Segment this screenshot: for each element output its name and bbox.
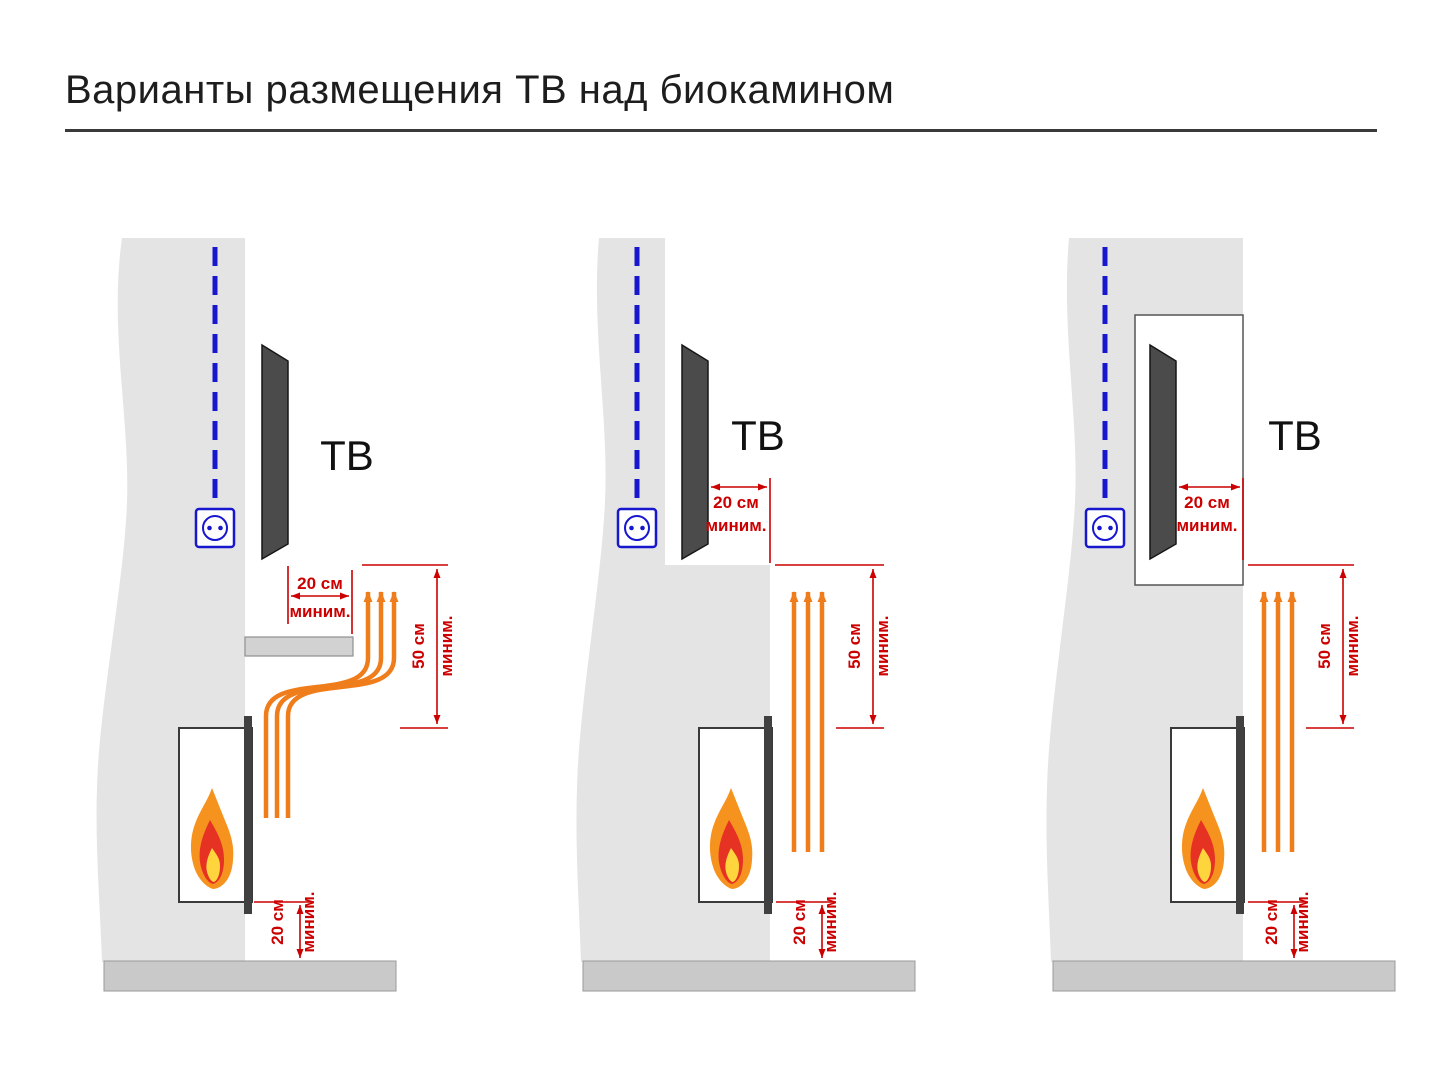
tv-gap-value: 20 см [1184,493,1230,512]
bio-fireplace [1170,716,1245,914]
height-gap-value: 50 см [1315,623,1334,669]
floor-gap-value: 20 см [1262,899,1281,945]
tv-panel [261,343,289,561]
heat-flow-arrows [1259,591,1297,852]
heat-deflector-shelf [244,636,354,657]
bio-fireplace [178,716,253,914]
floor-gap-dimension: 20 см миним. [1248,891,1312,958]
floor-gap-value: 20 см [790,899,809,945]
tv-label: ТВ [320,432,374,479]
floor [103,960,397,992]
panel-shelf-variant: ТВ 20 см миним. 50 см миним. [96,238,456,992]
power-outlet-icon [194,507,236,549]
floor-gap-qualifier: миним. [299,891,318,952]
flame-icon [709,788,753,889]
tv-gap-dimension: 20 см миним. [705,478,771,563]
flame-icon [190,788,234,889]
tv-gap-qualifier: миним. [1176,516,1237,535]
tv-panel [1149,343,1177,561]
tv-label: ТВ [731,412,785,459]
height-gap-qualifier: миним. [1343,615,1362,676]
bio-fireplace [698,716,773,914]
height-gap-dimension: 50 см миним. [775,564,892,729]
tv-gap-value: 20 см [713,493,759,512]
height-gap-qualifier: миним. [873,615,892,676]
tv-gap-qualifier: миним. [289,602,350,621]
floor [582,960,916,992]
tv-gap-qualifier: миним. [705,516,766,535]
floor [1052,960,1396,992]
floor-gap-dimension: 20 см миним. [776,891,840,958]
height-gap-dimension: 50 см миним. [362,564,456,729]
floor-gap-dimension: 20 см миним. [254,891,318,958]
tv-panel [681,343,709,561]
height-gap-qualifier: миним. [437,615,456,676]
floor-gap-qualifier: миним. [821,891,840,952]
tv-gap-value: 20 см [297,574,343,593]
flame-icon [1181,788,1225,889]
tv-gap-dimension: 20 см миним. [1176,478,1244,560]
floor-gap-value: 20 см [268,899,287,945]
heat-flow-arrows [789,591,827,852]
height-gap-dimension: 50 см миним. [1248,564,1362,729]
height-gap-value: 50 см [845,623,864,669]
power-outlet-icon [616,507,658,549]
height-gap-value: 50 см [409,623,428,669]
heat-flow-arrows [263,591,399,818]
panel-niche-variant: ТВ 20 см миним. 50 см миним. [1046,238,1396,992]
panel-stepped-variant: ТВ 20 см миним. 50 см миним. [576,238,916,992]
floor-gap-qualifier: миним. [1293,891,1312,952]
page-title: Варианты размещения ТВ над биокамином [65,68,1377,132]
power-outlet-icon [1084,507,1126,549]
tv-gap-dimension: 20 см миним. [287,566,353,634]
tv-label: ТВ [1268,412,1322,459]
